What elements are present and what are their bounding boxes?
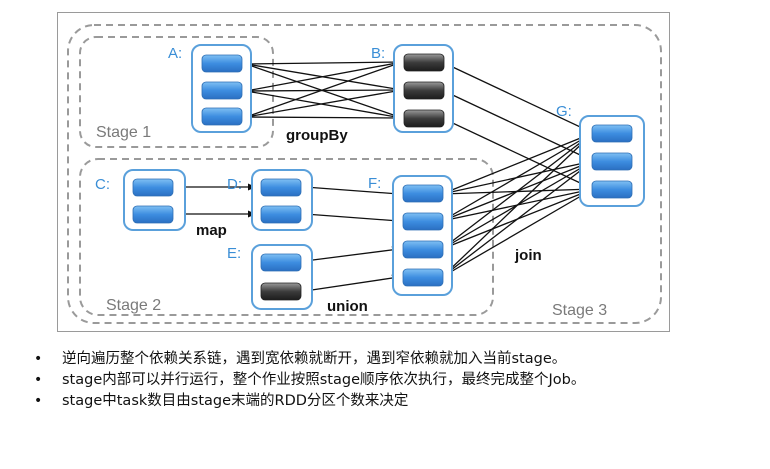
partition	[201, 54, 243, 73]
partition	[402, 268, 444, 287]
rdd-stage-diagram: A: B: C: D: E: F: G: groupBy map union j…	[57, 12, 670, 332]
rdd-e	[251, 244, 313, 310]
partition	[591, 180, 633, 199]
partition	[260, 253, 302, 272]
edge-a-b	[245, 90, 403, 121]
rdd-c	[123, 169, 186, 231]
partition	[403, 81, 445, 100]
note-stage-parallel-execution: stage内部可以并行运行，整个作业按照stage顺序依次执行，最终完成整个Jo…	[28, 370, 768, 391]
edge-a-b	[245, 58, 403, 66]
edge-a-b	[245, 87, 403, 118]
rdd-b-label: B:	[371, 45, 385, 62]
partition	[403, 109, 445, 128]
rdd-c-label: C:	[95, 176, 110, 193]
edge-f-g	[441, 132, 594, 278]
rdd-a-label: A:	[168, 45, 182, 62]
notes-list: 逆向遍历整个依赖关系链，遇到宽依赖就断开，遇到窄依赖就加入当前stage。 st…	[28, 349, 768, 412]
partition	[403, 53, 445, 72]
partition	[132, 205, 174, 224]
edge-f-g	[441, 188, 594, 278]
rdd-a	[191, 44, 252, 133]
stage-2-label: Stage 2	[106, 297, 161, 314]
rdd-f	[392, 175, 453, 296]
edge-b-g	[441, 61, 594, 134]
op-union: union	[327, 298, 368, 315]
edge-b-g	[441, 89, 594, 162]
edge-a-b	[245, 59, 403, 92]
partition	[201, 107, 243, 126]
rdd-e-label: E:	[227, 245, 241, 262]
rdd-f-label: F:	[368, 175, 381, 192]
stage-1-label: Stage 1	[96, 124, 151, 141]
dependency-edges	[178, 58, 594, 292]
edge-f-g	[441, 132, 594, 222]
partition	[402, 212, 444, 231]
edge-f-g	[441, 160, 594, 278]
stage-3-boundary	[67, 24, 662, 324]
partition	[260, 282, 302, 301]
partition	[402, 240, 444, 259]
edge-f-g	[441, 132, 594, 250]
note-task-count: stage中task数目由stage末端的RDD分区个数来决定	[28, 391, 768, 412]
partition	[260, 178, 302, 197]
rdd-g-label: G:	[556, 103, 572, 120]
edge-d-f	[304, 186, 400, 197]
op-groupby: groupBy	[286, 127, 348, 144]
stage-3-label: Stage 3	[552, 302, 607, 319]
rdd-d	[251, 169, 313, 231]
edge-a-b	[245, 61, 403, 118]
rdd-d-label: D:	[227, 176, 242, 193]
op-map: map	[196, 222, 227, 239]
op-join: join	[514, 247, 542, 264]
edge-e-f	[304, 246, 400, 262]
partition	[402, 184, 444, 203]
note-wide-narrow-dependency: 逆向遍历整个依赖关系链，遇到宽依赖就断开，遇到窄依赖就加入当前stage。	[28, 349, 768, 370]
edge-f-g	[441, 132, 594, 195]
edge-a-b	[245, 86, 403, 94]
rdd-g	[579, 115, 645, 207]
partition	[591, 124, 633, 143]
edge-d-f	[304, 213, 400, 224]
partition	[260, 205, 302, 224]
edge-a-b	[245, 114, 403, 122]
edge-e-f	[304, 274, 400, 292]
partition	[201, 81, 243, 100]
partition	[591, 152, 633, 171]
rdd-b	[393, 44, 454, 133]
partition	[132, 178, 174, 197]
edge-b-g	[441, 117, 594, 190]
